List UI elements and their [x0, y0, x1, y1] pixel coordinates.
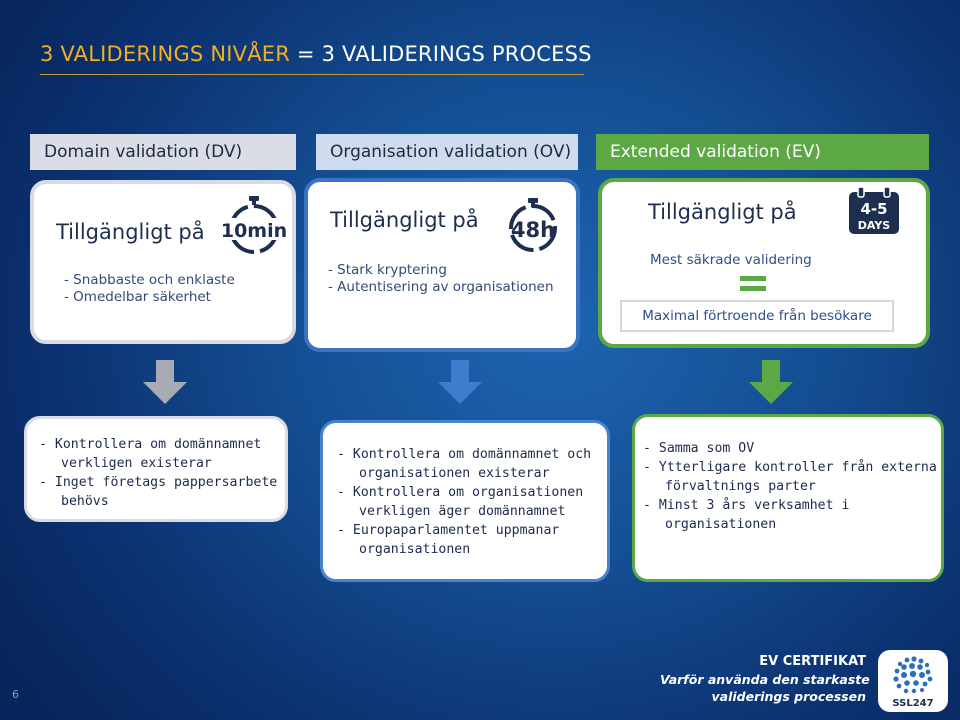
list-item: Kontrollera om domännamnet verkligen exi… — [39, 435, 285, 473]
ev-process-box: Samma som OV Ytterligare kontroller från… — [632, 414, 944, 582]
calendar-range-text: 4-5 — [860, 200, 887, 218]
title-underline — [40, 74, 584, 75]
ev-process-list: Samma som OV Ytterligare kontroller från… — [643, 439, 943, 534]
list-item: Autentisering av organisationen — [328, 279, 553, 296]
footer-subtitle-line1: Varför använda den starkaste — [660, 672, 870, 687]
arrow-down-icon — [143, 360, 187, 414]
dv-process-box: Kontrollera om domännamnet verkligen exi… — [24, 416, 288, 522]
equals-icon — [740, 276, 766, 292]
ev-availability-card: Tillgängligt på 4-5 DAYS Mest säkrade va… — [598, 178, 930, 348]
list-item: Minst 3 års verksamhet i organisationen — [643, 496, 943, 534]
ov-availability-card: Tillgängligt på 48h Stark kryptering Aut… — [304, 178, 580, 352]
list-item: Samma som OV — [643, 439, 943, 458]
dv-availability-card: Tillgängligt på 10min Snabbaste och enkl… — [30, 180, 296, 344]
stopwatch-48h-icon: 48h — [504, 198, 562, 256]
tab-extended-validation: Extended validation (EV) — [596, 134, 929, 170]
calendar-icon: 4-5 DAYS — [847, 186, 901, 240]
dv-availability-heading: Tillgängligt på — [56, 220, 205, 244]
dv-benefits-list: Snabbaste och enklaste Omedelbar säkerhe… — [64, 272, 235, 306]
list-item: Inget företags pappersarbete behövs — [39, 473, 285, 511]
ssl247-logo: SSL247 — [878, 650, 948, 712]
dv-timer-text: 10min — [221, 220, 287, 242]
logo-text: SSL247 — [892, 698, 933, 709]
list-item: Omedelbar säkerhet — [64, 289, 235, 306]
list-item: Snabbaste och enklaste — [64, 272, 235, 289]
ov-process-list: Kontrollera om domännamnet och organisat… — [337, 445, 607, 559]
slide-title: 3 VALIDERINGS NIVÅER = 3 VALIDERINGS PRO… — [40, 42, 592, 66]
footer-title: EV CERTIFIKAT — [759, 654, 866, 669]
ev-security-note: Mest säkrade validering — [650, 252, 812, 268]
tab-organisation-validation: Organisation validation (OV) — [316, 134, 578, 170]
list-item: Stark kryptering — [328, 262, 554, 279]
ev-availability-heading: Tillgängligt på — [648, 200, 797, 224]
arrow-down-icon — [749, 360, 793, 414]
list-item: Europaparlamentet uppmanar organisatione… — [337, 521, 607, 559]
ov-process-box: Kontrollera om domännamnet och organisat… — [320, 420, 610, 582]
ev-trust-note: Maximal förtroende från besökare — [620, 300, 894, 332]
list-item: Ytterligare kontroller från externa förv… — [643, 458, 943, 496]
tab-domain-validation: Domain validation (DV) — [30, 134, 296, 170]
title-part-levels: 3 VALIDERINGS NIVÅER — [40, 42, 291, 66]
ov-availability-heading: Tillgängligt på — [330, 208, 479, 232]
list-item: Kontrollera om domännamnet och organisat… — [337, 445, 607, 483]
ov-timer-text: 48h — [511, 218, 555, 242]
calendar-unit-text: DAYS — [858, 219, 891, 232]
title-part-process: = 3 VALIDERINGS PROCESS — [290, 42, 592, 66]
ov-benefits-list: Stark kryptering Autentisering av organi… — [328, 262, 554, 296]
arrow-down-icon — [438, 360, 482, 414]
page-number: 6 — [12, 688, 19, 701]
list-item: Kontrollera om organisationen verkligen … — [337, 483, 607, 521]
dv-process-list: Kontrollera om domännamnet verkligen exi… — [39, 435, 285, 511]
stopwatch-10min-icon: 10min — [217, 196, 291, 260]
footer-subtitle-line2: validerings processen — [711, 689, 866, 704]
